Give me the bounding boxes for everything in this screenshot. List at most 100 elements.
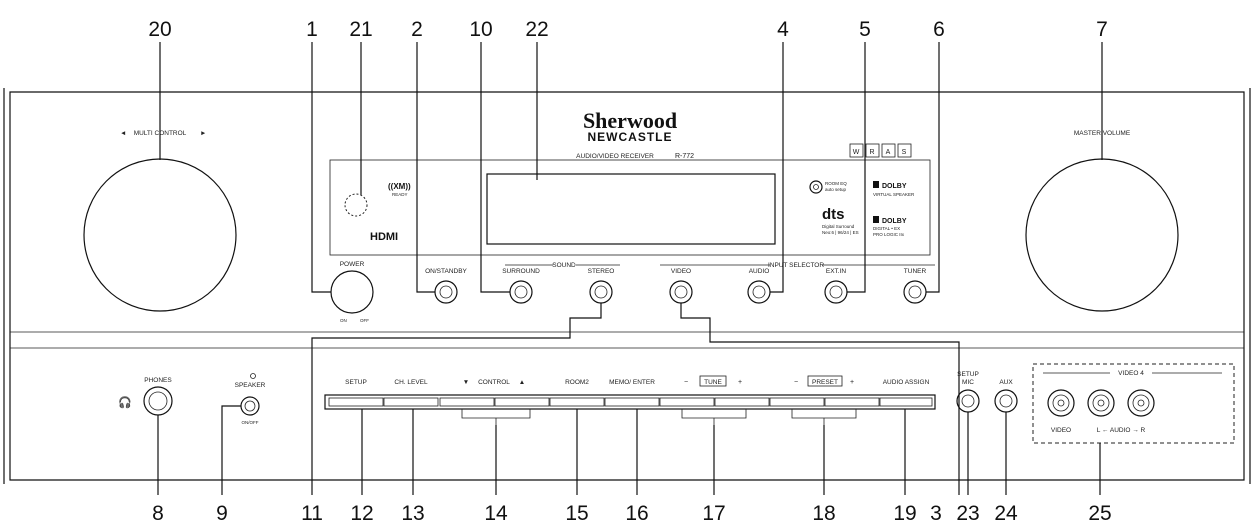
room-eq-text: ROOM EQ bbox=[825, 181, 847, 186]
leader-lines bbox=[157, 42, 1103, 495]
dts-logo: dts bbox=[822, 206, 845, 223]
svg-text:W: W bbox=[853, 149, 860, 156]
callout-10: 10 bbox=[469, 18, 492, 41]
callout-11: 11 bbox=[301, 502, 323, 525]
brand-sub: NEWCASTLE bbox=[588, 130, 673, 144]
ch-level-label: CH. LEVEL bbox=[394, 379, 428, 386]
wras-logo: W R A S bbox=[849, 143, 912, 158]
surround-button[interactable] bbox=[509, 280, 533, 304]
control-up-button[interactable] bbox=[494, 397, 550, 407]
stereo-label: STEREO bbox=[588, 268, 615, 275]
auto-setup-text: auto setup bbox=[825, 187, 847, 192]
callout-7: 7 bbox=[1096, 18, 1108, 41]
power-off-label: OFF bbox=[360, 318, 369, 323]
callout-25: 25 bbox=[1088, 502, 1111, 525]
video4-video-jack[interactable] bbox=[1047, 389, 1075, 417]
callout-12: 12 bbox=[350, 502, 373, 525]
tune-minus-button[interactable] bbox=[659, 397, 715, 407]
left-arrow-icon: ◄ bbox=[120, 130, 126, 137]
audio-assign-label: AUDIO ASSIGN bbox=[883, 379, 930, 386]
svg-text:R: R bbox=[869, 149, 874, 156]
preset-label: PRESET bbox=[812, 379, 838, 386]
callout-21: 21 bbox=[349, 18, 372, 41]
power-on-label: ON bbox=[340, 318, 347, 323]
video4-label: VIDEO 4 bbox=[1118, 370, 1144, 377]
phones-jack[interactable] bbox=[143, 386, 173, 416]
aux-label: AUX bbox=[999, 379, 1013, 386]
tune-plus-button[interactable] bbox=[714, 397, 770, 407]
room2-button[interactable] bbox=[549, 397, 605, 407]
callout-16: 16 bbox=[625, 502, 648, 525]
room-eq-icon bbox=[809, 180, 823, 194]
control-down-button[interactable] bbox=[439, 397, 495, 407]
dolby-ex-icon bbox=[873, 216, 879, 223]
callout-14: 14 bbox=[484, 502, 508, 525]
callout-8: 8 bbox=[152, 502, 164, 525]
button-strip bbox=[324, 394, 936, 410]
tuner-label: TUNER bbox=[904, 268, 927, 275]
sound-label: SOUND bbox=[552, 262, 576, 269]
audio-button[interactable] bbox=[747, 280, 771, 304]
callout-19: 19 bbox=[893, 502, 916, 525]
room2-label: ROOM2 bbox=[565, 379, 589, 386]
dolby-ex-logo: DOLBY bbox=[882, 218, 907, 225]
chassis bbox=[3, 88, 1251, 484]
right-arrow-icon: ► bbox=[200, 130, 206, 137]
ext-in-button[interactable] bbox=[824, 280, 848, 304]
surround-label: SURROUND bbox=[502, 268, 540, 275]
xm-logo: ((XM)) bbox=[388, 182, 411, 191]
callout-18: 18 bbox=[812, 502, 835, 525]
control-down-icon: ▼ bbox=[463, 379, 469, 386]
on-standby-label: ON/STANDBY bbox=[425, 268, 467, 275]
master-volume-knob[interactable] bbox=[1025, 158, 1179, 312]
tune-plus-label: + bbox=[738, 379, 742, 386]
callout-17: 17 bbox=[702, 502, 725, 525]
memo-enter-button[interactable] bbox=[604, 397, 660, 407]
preset-minus-label: − bbox=[794, 379, 798, 386]
video-label: VIDEO bbox=[671, 268, 691, 275]
ext-in-label: EXT.IN bbox=[826, 268, 847, 275]
svg-text:S: S bbox=[902, 149, 907, 156]
speaker-onoff-button[interactable] bbox=[240, 396, 260, 416]
preset-plus-button[interactable] bbox=[824, 397, 880, 407]
video4-audio-label: L ← AUDIO → R bbox=[1097, 427, 1146, 434]
callout-5: 5 bbox=[859, 18, 871, 41]
aux-jack[interactable] bbox=[994, 389, 1018, 413]
callout-numbers: 20 1 21 2 10 22 4 5 6 7 8 9 11 12 13 14 … bbox=[148, 18, 1111, 525]
ch-level-button[interactable] bbox=[383, 397, 439, 407]
pro-logic-text: PRO LOGIC IIx bbox=[873, 232, 905, 237]
callout-23: 23 bbox=[956, 502, 979, 525]
model-line: AUDIO/VIDEO RECEIVER bbox=[576, 153, 654, 160]
setup-button[interactable] bbox=[328, 397, 384, 407]
on-standby-button[interactable] bbox=[434, 280, 458, 304]
multi-control-knob[interactable] bbox=[83, 158, 237, 312]
xm-ready-text: READY bbox=[392, 192, 408, 197]
tuner-button[interactable] bbox=[903, 280, 927, 304]
dts-sub2: Neo:6 | 96/24 | ES bbox=[822, 230, 859, 235]
power-button[interactable] bbox=[330, 270, 374, 314]
video4-audio-left-jack[interactable] bbox=[1087, 389, 1115, 417]
stereo-button[interactable] bbox=[589, 280, 613, 304]
video4-audio-right-jack[interactable] bbox=[1127, 389, 1155, 417]
setup-label: SETUP bbox=[345, 379, 367, 386]
svg-text:A: A bbox=[886, 149, 891, 156]
tune-minus-label: − bbox=[684, 379, 688, 386]
remote-sensor bbox=[344, 193, 368, 217]
speaker-indicator bbox=[250, 373, 256, 379]
audio-assign-button[interactable] bbox=[879, 397, 933, 407]
speaker-onoff-label: ON/OFF bbox=[242, 420, 259, 425]
callout-24: 24 bbox=[994, 502, 1018, 525]
speaker-label: SPEAKER bbox=[235, 382, 266, 389]
dolby-logo: DOLBY bbox=[882, 183, 907, 190]
digital-ex-text: DIGITAL • EX bbox=[873, 226, 900, 231]
tune-label: TUNE bbox=[704, 379, 722, 386]
video-button[interactable] bbox=[669, 280, 693, 304]
callout-6: 6 bbox=[933, 18, 945, 41]
setup-mic-jack[interactable] bbox=[956, 389, 980, 413]
video4-box bbox=[1032, 363, 1235, 444]
input-selector-label: INPUT SELECTOR bbox=[768, 262, 824, 269]
preset-minus-button[interactable] bbox=[769, 397, 825, 407]
preset-plus-label: + bbox=[850, 379, 854, 386]
callout-15: 15 bbox=[565, 502, 588, 525]
virtual-speaker-text: VIRTUAL SPEAKER bbox=[873, 192, 915, 197]
